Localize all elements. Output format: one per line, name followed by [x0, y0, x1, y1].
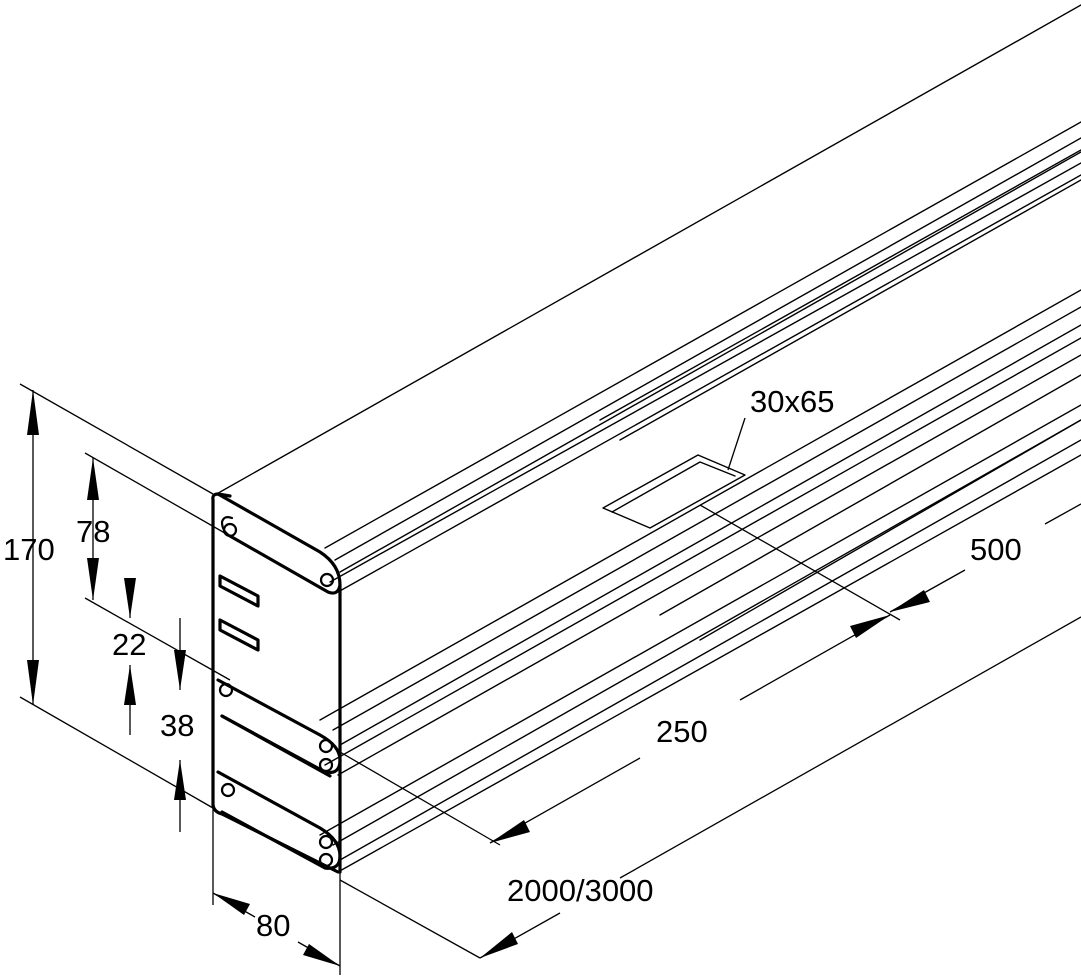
slot-cutout [602, 454, 746, 529]
dim-divider-gap: 22 [112, 578, 146, 735]
label-length: 2000/3000 [507, 873, 654, 908]
label-first-slot-offset: 250 [656, 714, 708, 749]
dim-lower-chamber: 38 [160, 618, 194, 832]
label-slot-size: 30x65 [750, 384, 834, 419]
label-lower-chamber: 38 [160, 708, 194, 743]
dim-upper-chamber: 78 [76, 452, 231, 681]
trunking-body [212, 4, 1081, 873]
dim-total-height: 170 [3, 383, 214, 809]
dim-first-slot-offset: 250 [339, 614, 891, 846]
label-slot-spacing: 500 [970, 532, 1022, 567]
label-upper-chamber: 78 [76, 514, 110, 549]
dim-slot-size: 30x65 [727, 384, 834, 471]
label-total-height: 170 [3, 532, 55, 567]
dim-slot-spacing: 500 [699, 503, 1081, 621]
dim-length: 2000/3000 [339, 616, 1081, 959]
label-divider-gap: 22 [112, 627, 146, 662]
dim-depth: 80 [212, 808, 341, 975]
label-depth: 80 [256, 908, 290, 943]
end-profile [211, 492, 342, 874]
